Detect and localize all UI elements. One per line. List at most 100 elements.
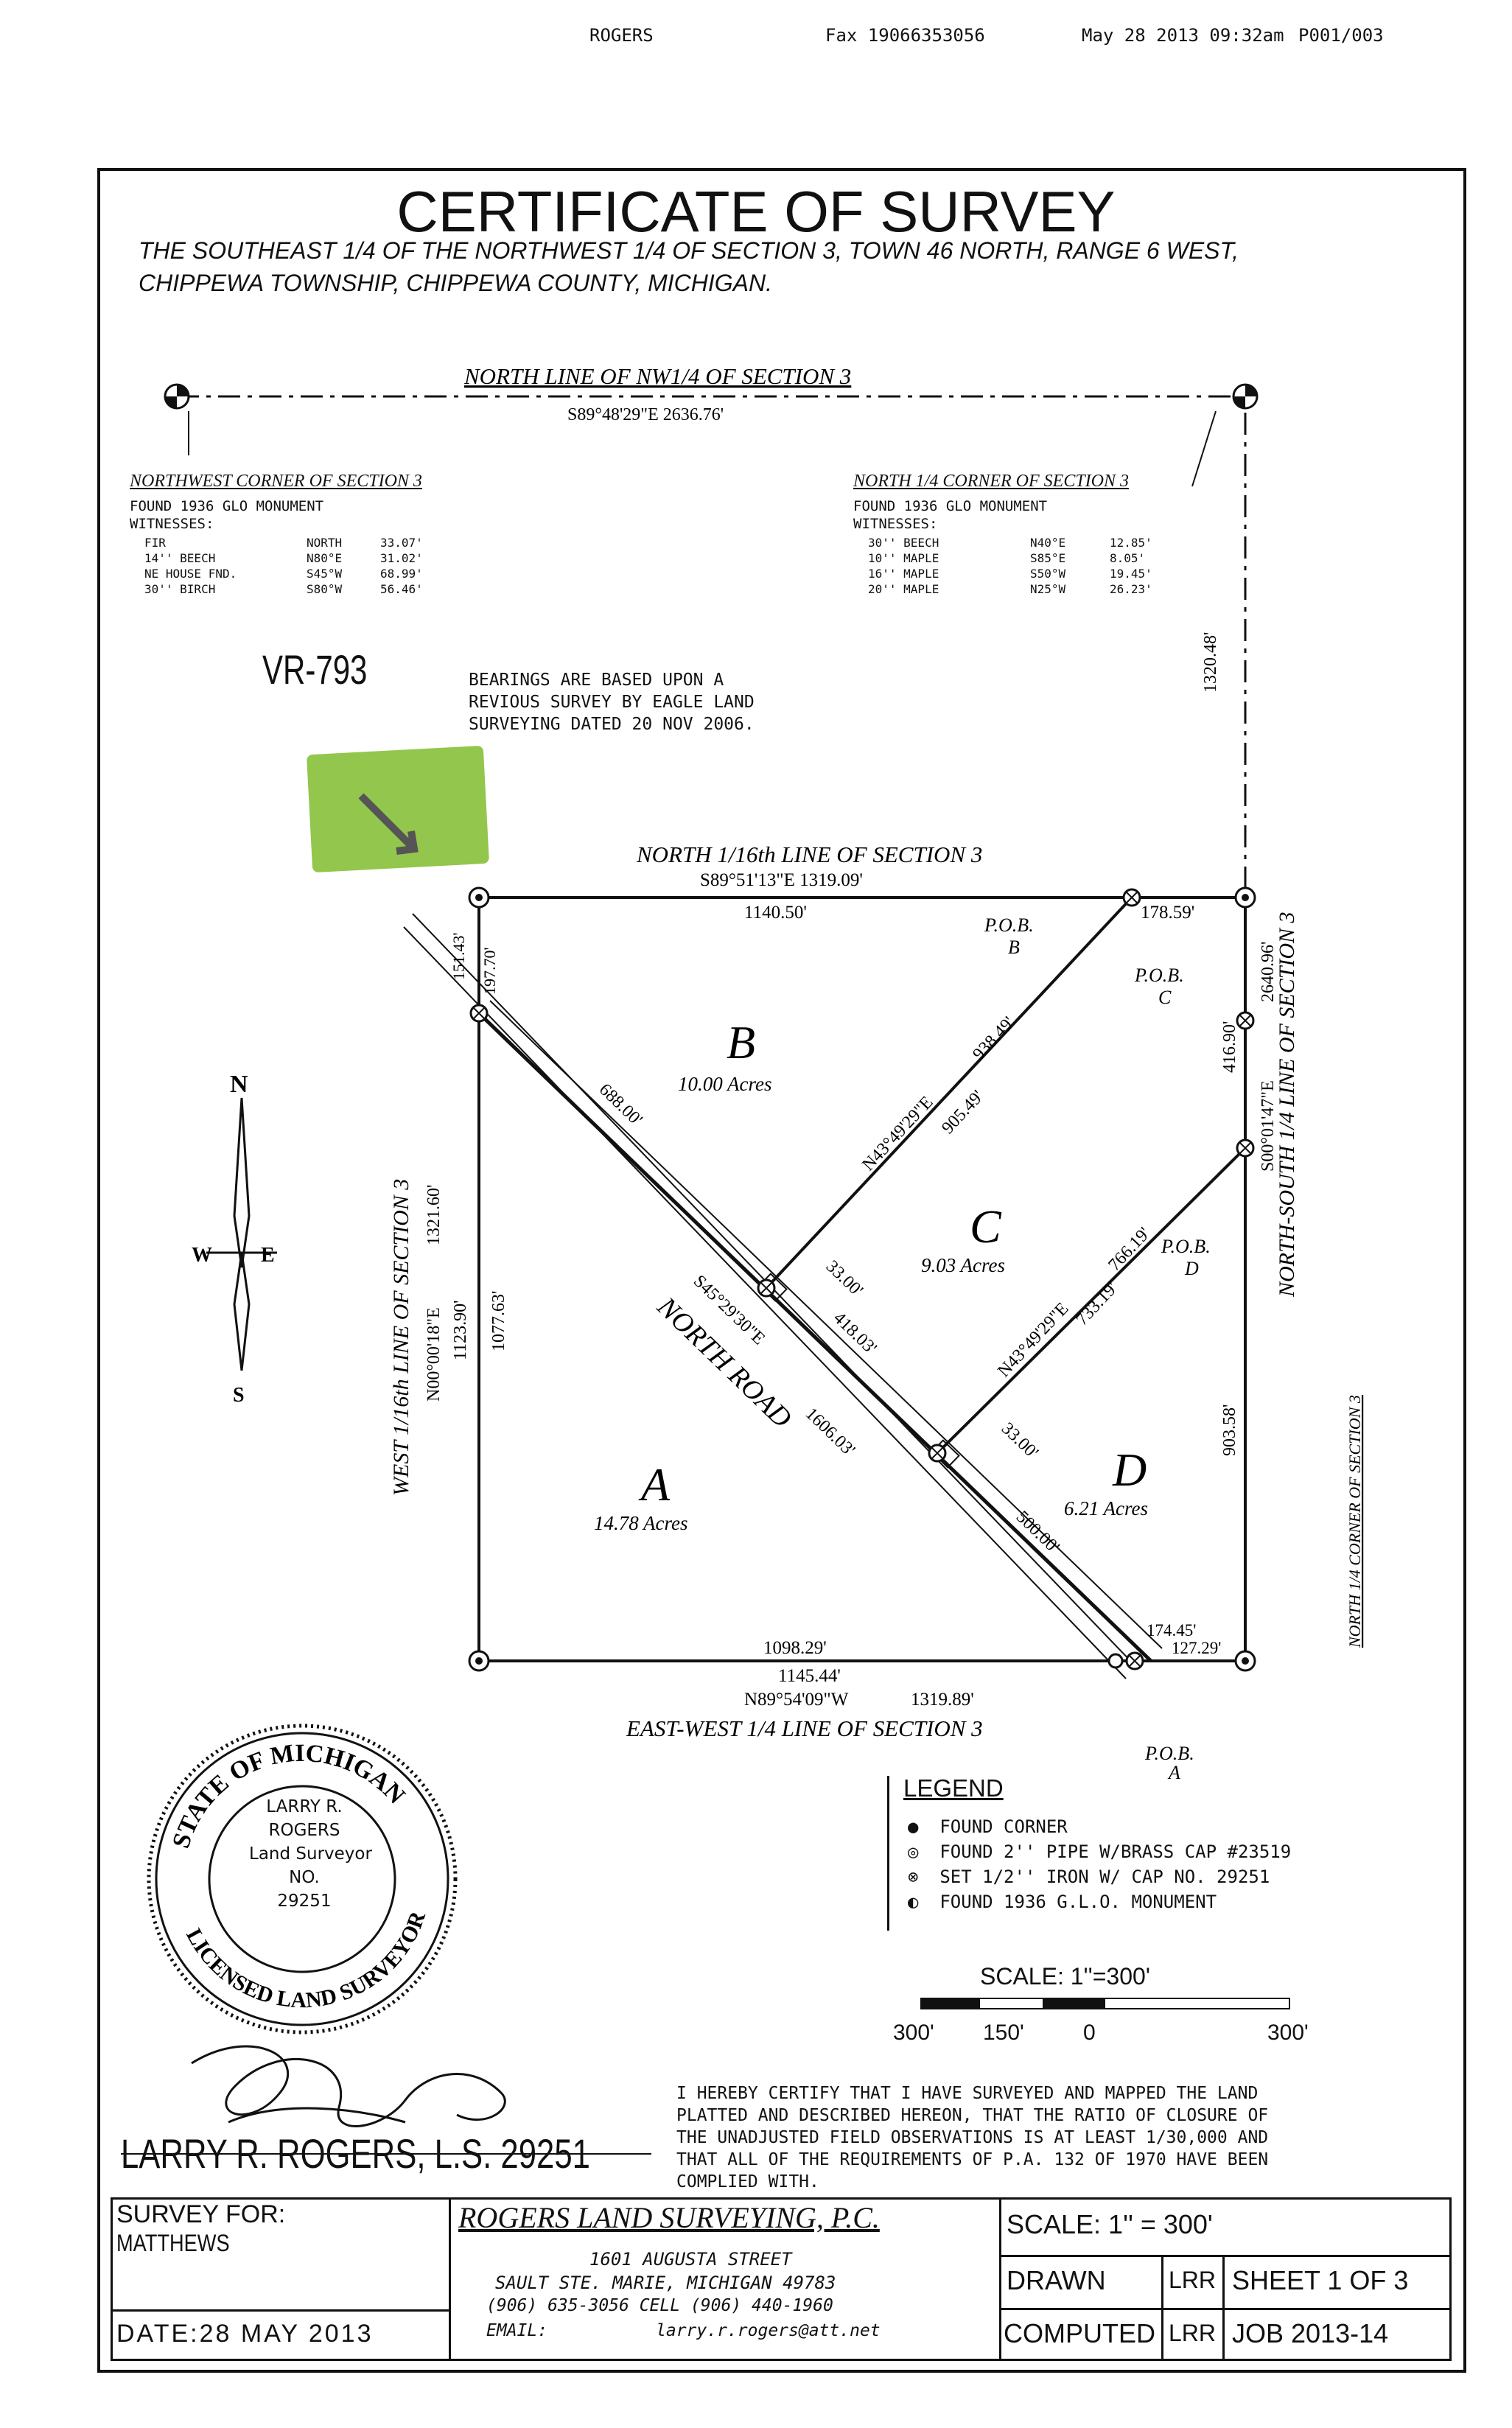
signature-icon [191, 2045, 506, 2127]
fax-number: Fax 19066353056 [825, 25, 985, 46]
legend-text: FOUND CORNER [939, 1816, 1068, 1837]
nw-witness-list: FIR 14'' BEECH NE HOUSE FND. 30'' BIRCH [144, 535, 237, 597]
compass-n: N [230, 1071, 248, 1098]
n14-corner-side-label: NORTH 1/4 CORNER OF SECTION 3 [1345, 1395, 1364, 1648]
north-16th-d1: 1140.50' [744, 903, 807, 923]
ew-total: 1319.89' [911, 1690, 974, 1710]
corner-c14 [1234, 1650, 1256, 1672]
north-line-label: NORTH LINE OF NW1/4 OF SECTION 3 [463, 363, 851, 389]
n14-witness-dist: 26.23' [1110, 582, 1152, 596]
nw-witness-dirs: NORTH N80°E S45°W S80°W [307, 535, 342, 597]
road-total: 1606.03' [802, 1404, 858, 1460]
job-number: JOB 2013-14 [1232, 2318, 1389, 2348]
nw-witness-dir: NORTH [307, 536, 343, 550]
iron-road-west [469, 1004, 489, 1023]
n14-witness-dir: S50°W [1030, 567, 1066, 581]
west-16th-total: 1321.60' [424, 1185, 444, 1245]
line-bc [765, 896, 1133, 1290]
nw-witness-dir: N80°E [307, 551, 343, 565]
road-centerline [477, 1012, 1152, 1662]
ns-d1: 1320.48' [1201, 632, 1220, 693]
north-line-bearing: S89°48'29"E 2636.76' [567, 405, 724, 424]
parcel-b-acres: 10.00 Acres [678, 1073, 772, 1095]
nw-witness-item: NE HOUSE FND. [144, 567, 237, 581]
certification: I HEREBY CERTIFY THAT I HAVE SURVEYED AN… [676, 2082, 1268, 2193]
line-cd-d1: 766.19' [1105, 1224, 1154, 1275]
nw-witness-dist: 33.07' [380, 536, 423, 550]
seal-line: LARRY R. [266, 1797, 343, 1816]
n14-witness-dist: 8.05' [1110, 551, 1146, 565]
north-16th-d2: 178.59' [1141, 903, 1194, 923]
road-edge [489, 1000, 1163, 1649]
n14-corner-found: FOUND 1936 GLO MONUMENT [853, 498, 1048, 514]
legend-item: ⊗ SET 1/2'' IRON W/ CAP NO. 29251 [908, 1864, 1291, 1889]
n14-witness-dir: N40°E [1030, 536, 1066, 550]
legend-item: ◐ FOUND 1936 G.L.O. MONUMENT [908, 1889, 1291, 1914]
nw-witness-dists: 33.07' 31.02' 68.99' 56.46' [380, 535, 423, 597]
ew-line-label: EAST-WEST 1/4 LINE OF SECTION 3 [626, 1715, 983, 1741]
certification-line: COMPLIED WITH. [676, 2172, 819, 2191]
computed-label: COMPUTED [1004, 2318, 1155, 2348]
seal-line: ROGERS [268, 1821, 340, 1840]
ew-d4: 127.29' [1172, 1639, 1221, 1657]
scale-tick-3: 0 [1083, 2021, 1096, 2045]
ns-line-label: NORTH-SOUTH 1/4 LINE OF SECTION 3 [1275, 912, 1299, 1298]
tb-row-div-2 [999, 2308, 1452, 2310]
nw-corner-title: NORTHWEST CORNER OF SECTION 3 [130, 472, 422, 491]
firm-address-1: 1601 AUGUSTA STREET [589, 2249, 792, 2270]
firm-name: ROGERS LAND SURVEYING, P.C. [458, 2201, 880, 2234]
pob-a-label: P.O.B. [1144, 1743, 1194, 1764]
west-16th-d4: 1077.63' [489, 1291, 508, 1351]
fax-date: May 28 2013 09:32am [1082, 25, 1284, 46]
scale-tick-1: 300' [893, 2021, 934, 2045]
pob-b-letter: B [1008, 937, 1020, 958]
cross-circle-icon: ⊗ [908, 1867, 919, 1887]
ring-icon: ◎ [908, 1841, 919, 1862]
west-16th-d3: 1123.90' [451, 1301, 470, 1360]
dot-icon: ● [908, 1816, 919, 1837]
firm-phone: (906) 635-3056 CELL (906) 440-1960 [486, 2296, 833, 2315]
survey-sheet [97, 168, 1466, 2373]
iron-pob-c [1236, 1011, 1255, 1030]
n14-witness-item: 20'' MAPLE [868, 582, 939, 596]
tb-date-row [111, 2309, 451, 2361]
north-16th-label: NORTH 1/16th LINE OF SECTION 3 [636, 842, 982, 867]
certification-line: THE UNADJUSTED FIELD OBSERVATIONS IS AT … [676, 2128, 1269, 2147]
drawn-by: LRR [1169, 2267, 1217, 2293]
vr-number: VR-793 [262, 646, 368, 693]
surveyor-seal: STATE OF MICHIGAN LICENSED LAND SURVEYOR [147, 1724, 458, 2035]
nw-witness-dir: S45°W [307, 567, 343, 581]
legend-list: ● FOUND CORNER ◎ FOUND 2'' PIPE W/BRASS … [908, 1814, 1291, 1914]
scale-tick-2: 150' [983, 2021, 1024, 2045]
line-bc-bearing: N43°49'29"E [858, 1093, 937, 1175]
pob-a-letter: A [1167, 1762, 1180, 1783]
fax-page: P001/003 [1298, 25, 1384, 46]
north-arrow-icon [206, 1097, 277, 1371]
seal-center: LARRY R. ROGERS Land Surveyor NO. 29251 [249, 1795, 372, 1913]
n14-corner-monument [1232, 383, 1259, 410]
tb-scale: SCALE: 1'' = 300' [1007, 2209, 1213, 2239]
bearings-note-line: BEARINGS ARE BASED UPON A [469, 671, 724, 690]
pob-c-letter: C [1158, 987, 1172, 1008]
legend-item: ● FOUND CORNER [908, 1814, 1291, 1839]
line-bc-d1: 938.49' [969, 1013, 1018, 1064]
n14-witness-dist: 12.85' [1110, 536, 1152, 550]
certification-line: THAT ALL OF THE REQUIREMENTS OF P.A. 132… [676, 2150, 1269, 2169]
n14-witness-list: 30'' BEECH 10'' MAPLE 16'' MAPLE 20'' MA… [868, 535, 939, 597]
survey-date: DATE:28 MAY 2013 [116, 2320, 374, 2348]
page-title: CERTIFICATE OF SURVEY [396, 179, 1116, 244]
road-offset-1: 33.00' [822, 1257, 867, 1301]
west-16th-bearing: N00°00'18"E [424, 1307, 444, 1402]
pob-b-label: P.O.B. [984, 914, 1034, 936]
bearings-note-line: SURVEYING DATED 20 NOV 2006. [469, 715, 755, 734]
tb-col-left [111, 2197, 451, 2361]
n14-corner-title: NORTH 1/4 CORNER OF SECTION 3 [853, 472, 1130, 491]
legend-text: FOUND 1936 G.L.O. MONUMENT [939, 1892, 1217, 1912]
n14-witnesses-label: WITNESSES: [853, 516, 938, 532]
parcel-d-acres: 6.21 Acres [1064, 1497, 1148, 1519]
legend-text: SET 1/2'' IRON W/ CAP NO. 29251 [939, 1867, 1270, 1887]
ew-d1: 1098.29' [763, 1638, 827, 1658]
sheet-number: SHEET 1 OF 3 [1232, 2265, 1409, 2295]
n14-witness-item: 10'' MAPLE [868, 551, 939, 565]
